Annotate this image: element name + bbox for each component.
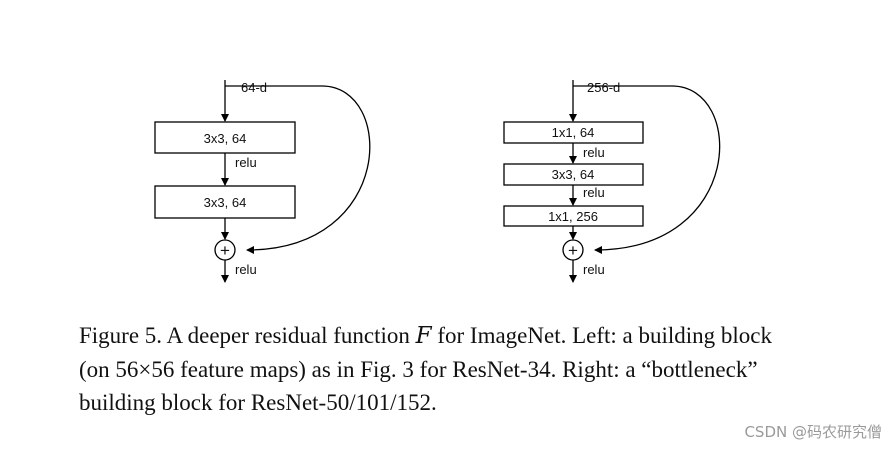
watermark: CSDN @码农研究僧	[744, 423, 882, 441]
left-skip-connection	[225, 85, 371, 254]
caption-text-end: for ImageNet. Left: a building block (on…	[79, 323, 773, 415]
left-building-block: 64-d 3x3, 64 relu 3x3, 64 + relu	[154, 80, 371, 283]
left-layer-label: 3x3, 64	[204, 131, 247, 146]
left-add-symbol: +	[220, 241, 230, 260]
right-layer-label: 1x1, 256	[548, 209, 598, 224]
right-add-symbol: +	[568, 241, 578, 260]
right-layer-label: 3x3, 64	[552, 167, 595, 182]
right-bottleneck-block: 256-d 1x1, 64 relu 3x3, 64 relu 1x1, 256…	[503, 80, 721, 283]
left-layer-label: 3x3, 64	[204, 195, 247, 210]
right-skip-connection	[573, 85, 721, 254]
right-relu-label: relu	[583, 145, 605, 160]
figure-caption: Figure 5. A deeper residual function F f…	[79, 319, 779, 419]
left-relu-label: relu	[235, 155, 257, 170]
right-input-dimension-label: 256-d	[587, 80, 620, 95]
left-input-dimension-label: 64-d	[241, 80, 267, 95]
caption-text-start: Figure 5. A deeper residual function	[79, 323, 416, 348]
right-relu-label: relu	[583, 185, 605, 200]
right-output-relu-label: relu	[583, 262, 605, 277]
right-layer-label: 1x1, 64	[552, 125, 595, 140]
left-output-relu-label: relu	[235, 262, 257, 277]
left-layer-box	[154, 185, 296, 219]
residual-blocks-diagram: 64-d 3x3, 64 relu 3x3, 64 + relu 256-d 1…	[154, 80, 721, 283]
caption-function-symbol: F	[415, 323, 432, 349]
